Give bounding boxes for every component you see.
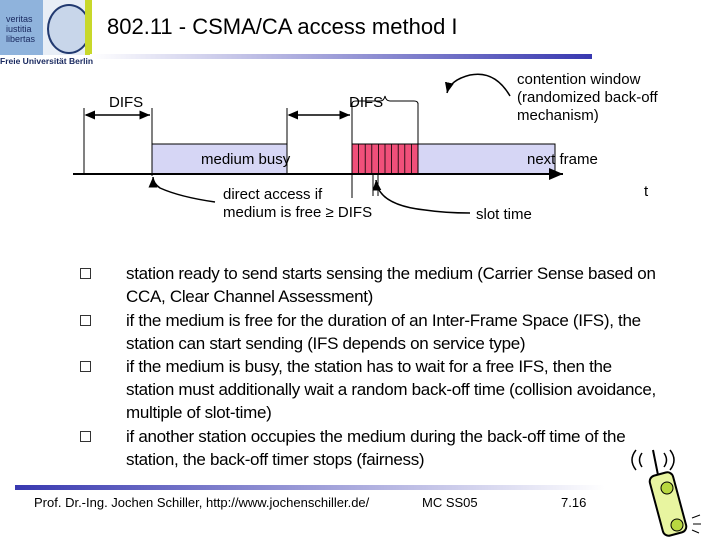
contention-line: (randomized back-off xyxy=(517,89,658,106)
bullet-item: station ready to send starts sensing the… xyxy=(80,262,660,308)
footer-course: MC SS05 xyxy=(422,495,478,510)
next-frame-box xyxy=(417,143,556,175)
bullet-text: if another station occupies the medium d… xyxy=(126,427,626,469)
footer-page-number: 7.16 xyxy=(561,495,587,510)
square-bullet-icon xyxy=(80,268,91,279)
contention-line: contention window xyxy=(517,71,641,88)
slot-time-pointer xyxy=(372,179,471,214)
direct-access-pointer xyxy=(148,176,216,203)
footer-gradient-bar xyxy=(15,485,605,490)
square-bullet-icon xyxy=(80,361,91,372)
mobile-phone-icon xyxy=(631,449,701,537)
university-logo: veritas iustitia libertas Freie Universi… xyxy=(0,0,94,66)
direct-access-line: medium is free ≥ DIFS xyxy=(223,204,373,221)
bullet-text: station ready to send starts sensing the… xyxy=(126,264,656,306)
bullet-text: if the medium is free for the duration o… xyxy=(126,311,641,353)
logo-motto: libertas xyxy=(6,34,36,44)
difs-label-right: DIFS xyxy=(349,94,384,111)
bullet-text: if the medium is busy, the station has t… xyxy=(126,357,656,422)
contention-brace xyxy=(351,95,419,105)
next-frame-label: next frame xyxy=(527,151,598,168)
logo-university: Freie Universität Berlin xyxy=(0,56,94,66)
time-axis-label: t xyxy=(644,183,649,200)
header-gradient-bar xyxy=(90,54,592,59)
slot-dividers xyxy=(358,144,412,174)
slide-title: 802.11 - CSMA/CA access method I xyxy=(107,14,458,39)
direct-access-label: direct access if medium is free ≥ DIFS xyxy=(223,186,372,222)
bullet-item: if the medium is free for the duration o… xyxy=(80,309,660,355)
logo-motto: iustitia xyxy=(6,24,32,34)
difs-label-left: DIFS xyxy=(109,94,144,111)
slot-time-label: slot time xyxy=(476,206,532,223)
square-bullet-icon xyxy=(80,431,91,442)
medium-busy-label: medium busy xyxy=(201,151,291,168)
bullet-item: if the medium is busy, the station has t… xyxy=(80,355,660,424)
direct-access-line: direct access if xyxy=(223,186,323,203)
square-bullet-icon xyxy=(80,315,91,326)
contention-window-label: contention window (randomized back-off m… xyxy=(517,71,658,125)
csma-ca-timing-diagram xyxy=(73,73,563,214)
bullet-item: if another station occupies the medium d… xyxy=(80,425,660,471)
contention-pointer xyxy=(444,73,511,97)
footer-author: Prof. Dr.-Ing. Jochen Schiller, http://w… xyxy=(34,495,370,510)
contention-line: mechanism) xyxy=(517,107,599,124)
logo-motto: veritas xyxy=(6,14,33,24)
